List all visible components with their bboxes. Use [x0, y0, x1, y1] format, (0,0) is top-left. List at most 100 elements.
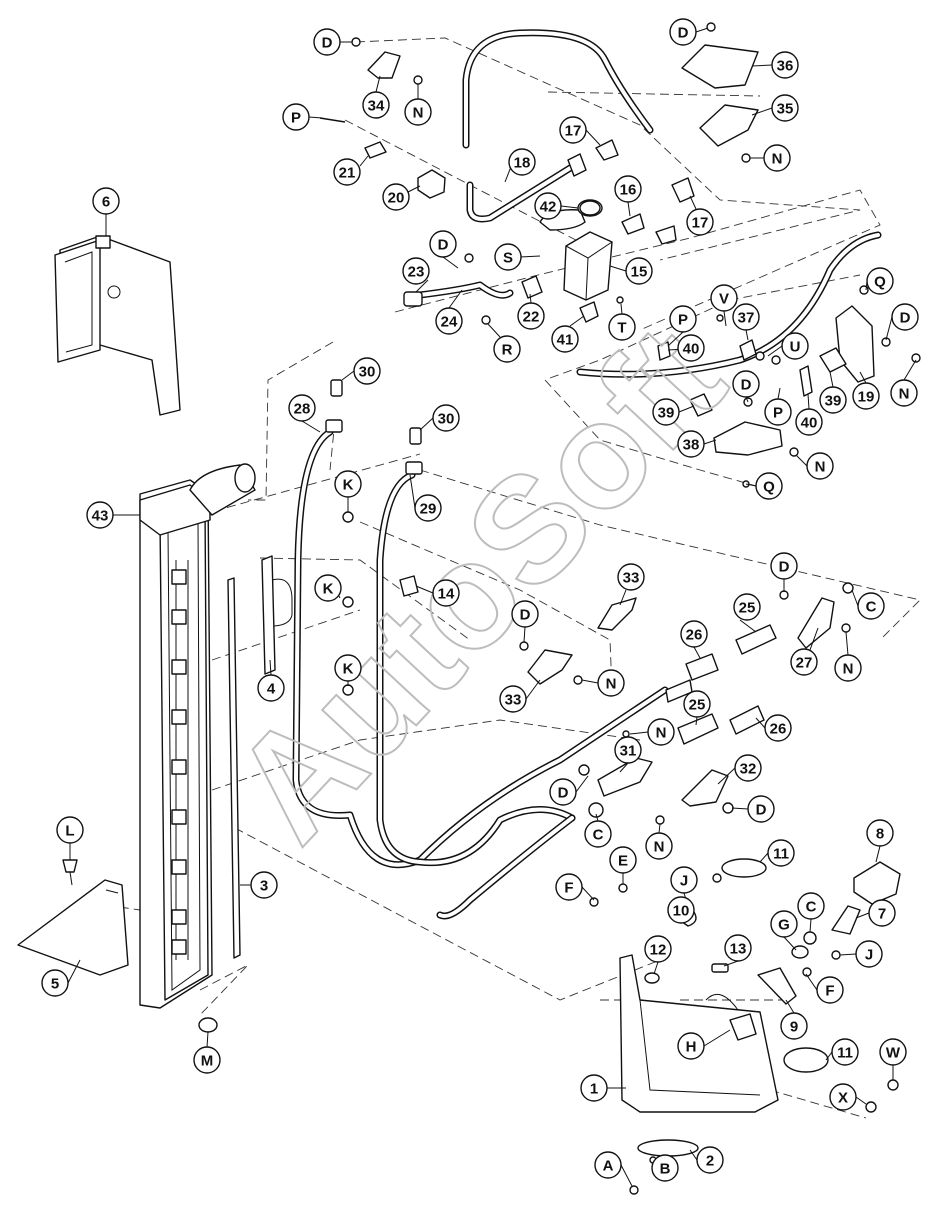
callout-circle [747, 795, 775, 823]
callout-label: 34 [368, 98, 385, 115]
leader-line [851, 589, 859, 607]
callout-15: 15 [625, 257, 653, 285]
leader-line [783, 936, 797, 951]
part-12-washer [644, 972, 660, 984]
callout-label: K [323, 581, 334, 598]
small-fasteners [62, 22, 921, 1195]
callout-30: 30 [353, 357, 381, 385]
callout-a: A [594, 1151, 622, 1179]
leader-line [653, 961, 659, 975]
callout-circle [733, 593, 761, 621]
callout-circle [333, 158, 361, 186]
callout-29: 29 [414, 494, 442, 522]
callout-circle [667, 896, 695, 924]
callout-label: F [825, 983, 834, 1000]
hydraulic-hoses [292, 29, 882, 920]
callout-circle [493, 335, 521, 363]
callout-circle [559, 116, 587, 144]
callout-4: 4 [257, 674, 285, 702]
callout-label: 35 [777, 101, 794, 118]
callout-circle [549, 778, 577, 806]
leader-line [658, 823, 661, 834]
part-H-knob [705, 993, 757, 1041]
leader-line [855, 912, 870, 919]
callout-circle [734, 754, 762, 782]
callout-label: 10 [673, 903, 690, 920]
callout-d: D [429, 230, 457, 258]
leader-line [723, 960, 739, 967]
part-43-main-column [139, 463, 256, 1009]
leader-line [523, 626, 526, 643]
callout-label: 25 [689, 697, 706, 714]
callout-label: 40 [801, 415, 818, 432]
callout-c: C [857, 592, 885, 620]
callout-p: P [669, 305, 697, 333]
part-35-guard [699, 104, 759, 147]
callout-label: 43 [92, 508, 109, 525]
leader-line [739, 619, 757, 633]
leader-line [809, 627, 819, 651]
callout-l: L [56, 816, 84, 844]
callout-label: P [291, 110, 301, 127]
callout-label: 15 [631, 264, 648, 281]
callout-label: 17 [692, 215, 709, 232]
callout-19: 19 [852, 382, 880, 410]
callout-label: X [838, 1090, 848, 1107]
callout-p: P [282, 103, 310, 131]
callout-label: R [502, 342, 513, 359]
leader-line [620, 303, 623, 315]
callout-circle [767, 839, 795, 867]
callout-label: L [65, 823, 74, 840]
leader-line [415, 585, 434, 594]
callout-label: 26 [686, 627, 703, 644]
callout-9: 9 [780, 1012, 808, 1040]
callout-label: 4 [267, 681, 276, 698]
callout-label: 17 [565, 123, 582, 140]
callout-circle [353, 357, 381, 385]
callout-k: K [334, 470, 362, 498]
callout-17: 17 [559, 116, 587, 144]
part-1-housing [619, 954, 779, 1113]
callout-circle [834, 654, 862, 682]
leader-line [695, 27, 709, 33]
leader-line [308, 116, 323, 119]
callout-x: X [829, 1083, 857, 1111]
callout-23: 23 [402, 257, 430, 285]
callout-d: D [770, 552, 798, 580]
callout-d: D [549, 778, 577, 806]
callout-42: 42 [534, 192, 562, 220]
callout-20: 20 [382, 183, 410, 211]
callout-d: D [747, 795, 775, 823]
leader-line [595, 813, 599, 822]
leader-line [629, 731, 649, 735]
callout-label: 24 [441, 314, 458, 331]
callout-circle [677, 430, 705, 458]
leader-line [581, 679, 599, 684]
leader-line [723, 310, 727, 327]
callout-25: 25 [683, 690, 711, 718]
callout-label: N [654, 839, 665, 856]
callout-label: 7 [878, 906, 886, 923]
callout-label: 30 [359, 364, 376, 381]
column-fittings [171, 569, 187, 955]
callout-circle [414, 494, 442, 522]
leader-line [845, 631, 849, 656]
callout-circle [551, 325, 579, 353]
leader-line [785, 999, 795, 1014]
callout-n: N [647, 718, 675, 746]
callout-circle [594, 1151, 622, 1179]
callout-circle [257, 674, 285, 702]
leader-line [745, 396, 749, 403]
callout-j: J [670, 866, 698, 894]
leader-line [442, 256, 459, 269]
callout-circle [651, 1154, 679, 1182]
leader-line [375, 75, 381, 93]
callout-circle [763, 144, 791, 172]
callout-circle [435, 307, 463, 335]
callout-28: 28 [288, 394, 316, 422]
callout-label: 16 [620, 182, 637, 199]
callout-label: 33 [623, 570, 640, 587]
callout-label: 39 [825, 393, 842, 410]
leader-line [751, 64, 773, 67]
